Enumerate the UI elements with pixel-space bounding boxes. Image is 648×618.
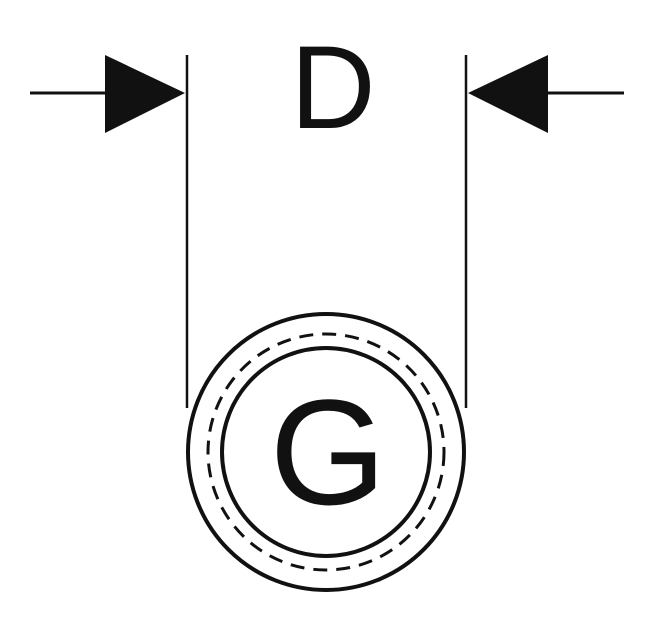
left-dimension-arrow [30,55,185,133]
inner-pipe-wall [220,346,432,558]
right-dimension-arrow [468,55,624,133]
insulation-dashed-ring [206,332,446,572]
outer-pipe-wall [186,312,466,592]
pipe-cross-section: G [186,312,466,592]
arrowhead-right-icon [105,55,185,133]
center-letter: G [270,368,387,536]
arrowhead-left-icon [468,55,548,133]
dimension-label: D [290,22,375,154]
